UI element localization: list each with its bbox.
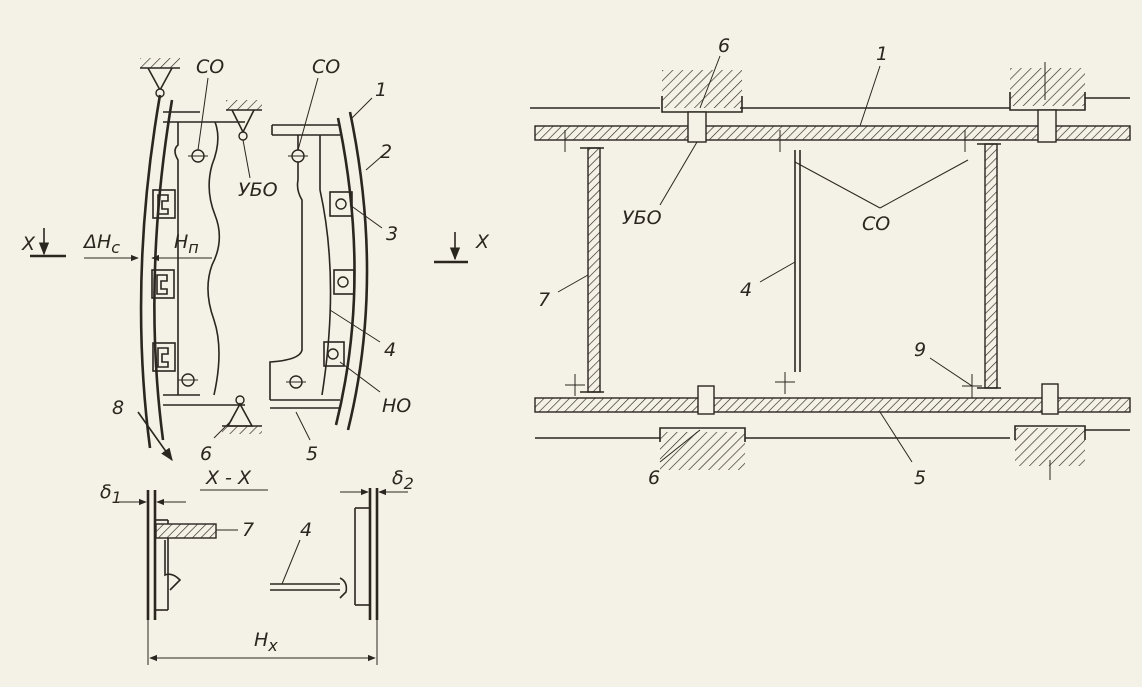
label-h-p: Hп <box>174 231 199 257</box>
label-6-bottom-right: 6 <box>648 467 660 489</box>
right-view <box>530 55 1131 480</box>
label-ubo-left: УБО <box>238 179 278 201</box>
right-outer-beam <box>346 111 369 431</box>
left-inner-beam <box>153 99 174 441</box>
label-8: 8 <box>112 397 124 419</box>
label-5-left: 5 <box>306 443 318 465</box>
label-delta2: δ2 <box>392 467 414 493</box>
label-co-right: СО <box>862 213 890 235</box>
top-rail-1 <box>534 125 1131 141</box>
label-no: НО <box>382 395 411 417</box>
label-co-mid: СО <box>312 56 340 78</box>
label-6-left: 6 <box>200 443 212 465</box>
label-1-right: 1 <box>876 43 888 65</box>
section-xx <box>118 488 408 665</box>
label-4-right: 4 <box>740 279 752 301</box>
panel-4 <box>269 135 303 400</box>
label-x-right: X <box>475 231 490 253</box>
label-4-section: 4 <box>300 519 312 541</box>
label-5-right: 5 <box>914 467 926 489</box>
label-4-left: 4 <box>384 339 396 361</box>
label-ubo-right: УБО <box>622 207 662 229</box>
right-inner-beam <box>334 117 356 426</box>
label-1-left: 1 <box>375 79 387 101</box>
section-title: X - X <box>205 467 252 489</box>
label-7-section: 7 <box>242 519 254 541</box>
label-7-right: 7 <box>538 289 550 311</box>
label-2: 2 <box>380 141 392 163</box>
ubo-support <box>226 100 262 141</box>
bottom-rail-5 <box>534 397 1131 413</box>
top-support <box>140 58 180 98</box>
break-line <box>207 121 221 396</box>
label-delta1: δ1 <box>100 481 122 507</box>
post-9 <box>984 143 998 389</box>
label-h-x: Hx <box>254 629 278 655</box>
left-view <box>30 58 468 462</box>
left-outer-beam <box>139 94 162 449</box>
label-6-top-right: 6 <box>718 35 730 57</box>
post-7 <box>587 147 601 393</box>
label-delta-hc: ΔHc <box>82 231 120 257</box>
label-3: 3 <box>386 223 398 245</box>
label-co-left: СО <box>196 56 224 78</box>
section-beam-7 <box>155 523 217 539</box>
label-x-left: X <box>21 233 36 255</box>
label-9: 9 <box>914 339 926 361</box>
bottom-support <box>222 395 262 434</box>
